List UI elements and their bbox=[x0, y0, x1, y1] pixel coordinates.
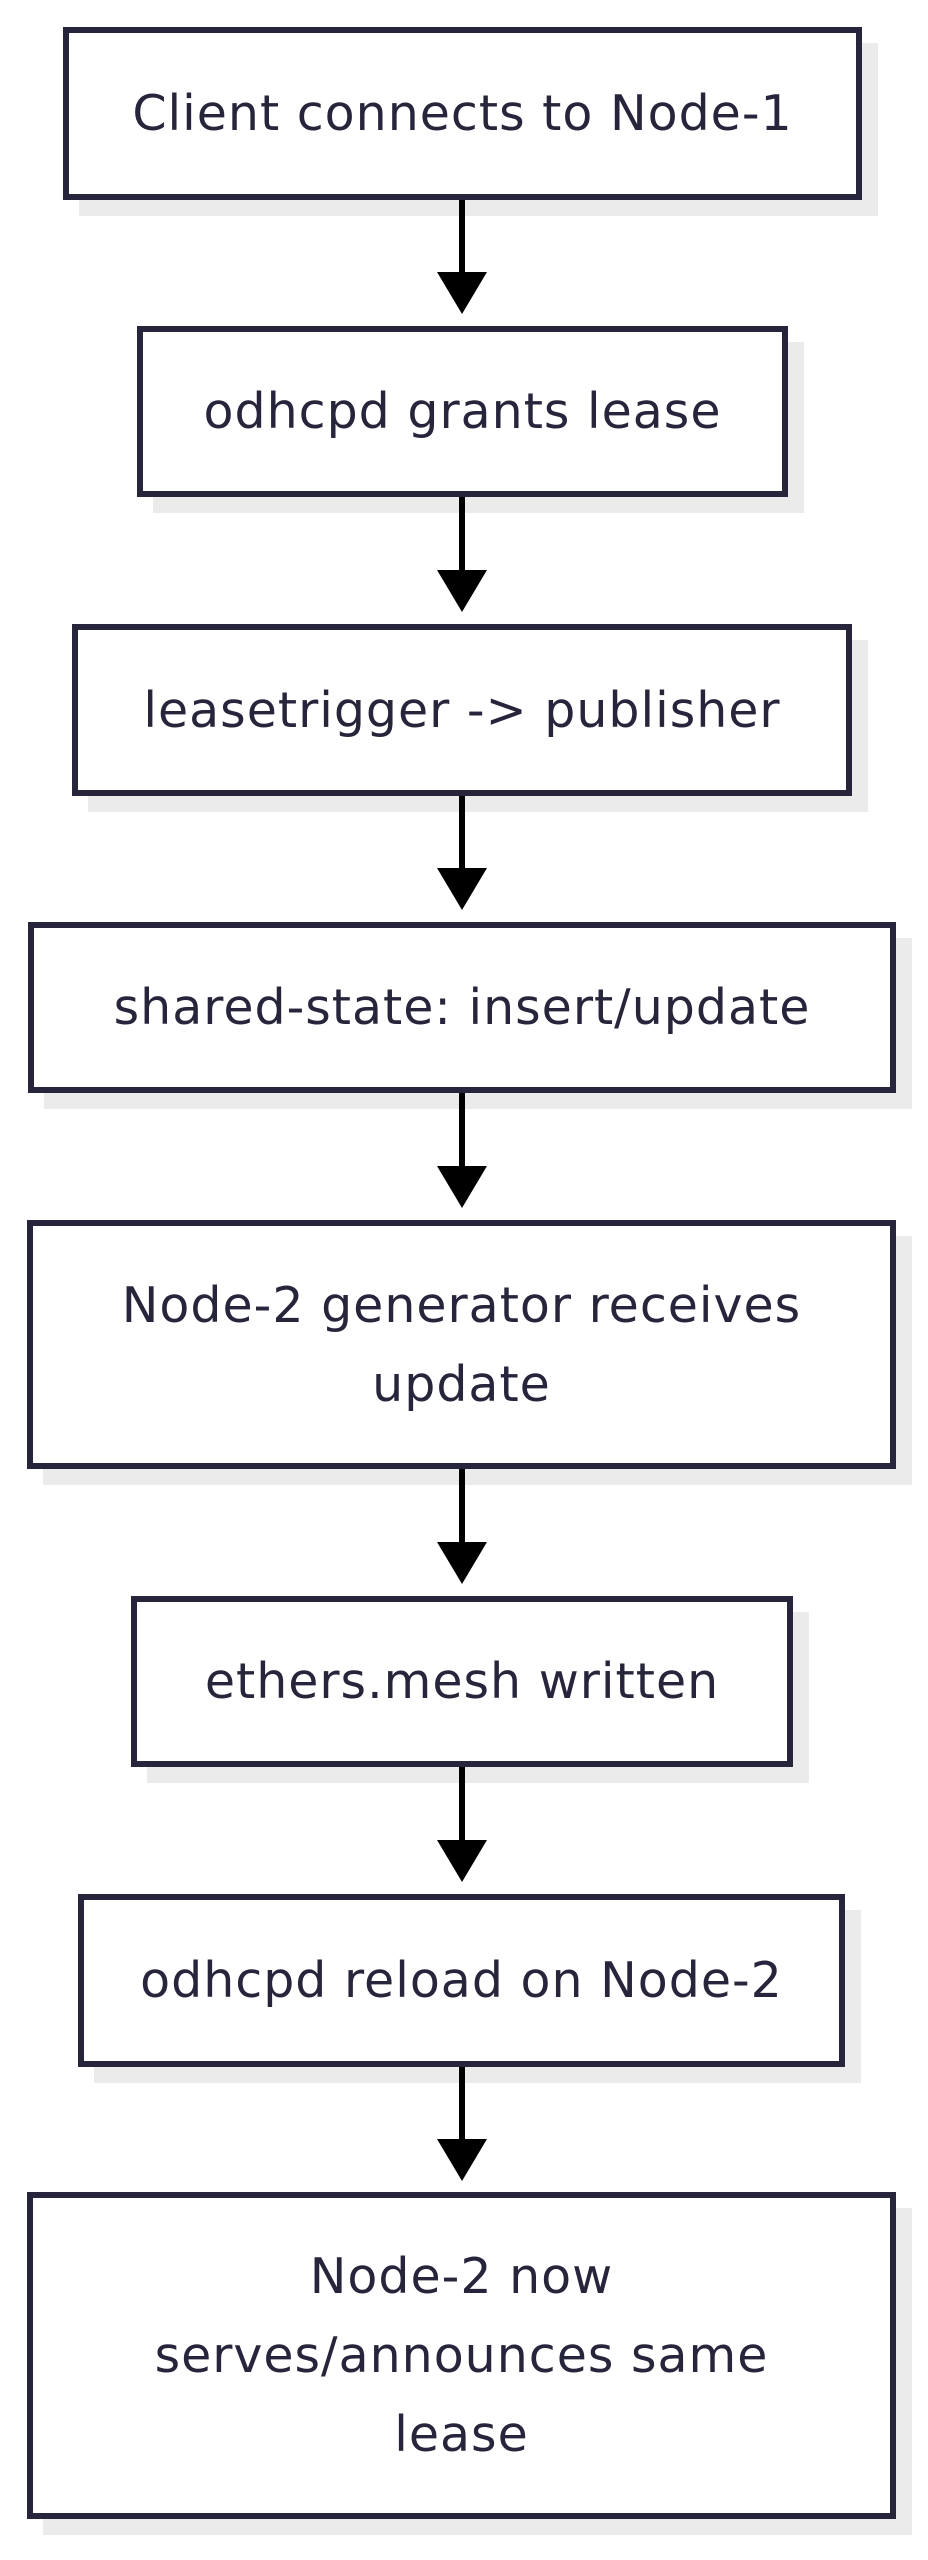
step-shared-state-insert-update: shared-state: insert/update bbox=[28, 922, 896, 1093]
flow-arrow bbox=[437, 1767, 487, 1882]
step-leasetrigger-publisher: leasetrigger -> publisher bbox=[72, 624, 852, 796]
step-label: Node-2 generator receives update bbox=[121, 1276, 802, 1413]
flow-arrow bbox=[437, 796, 487, 910]
flow-arrow bbox=[437, 1469, 487, 1584]
step-node2-serves-same-lease: Node-2 now serves/announces same lease bbox=[27, 2192, 896, 2519]
step-label: Client connects to Node-1 bbox=[132, 85, 793, 142]
step-label: odhcpd grants lease bbox=[203, 383, 722, 440]
flow-arrow bbox=[437, 200, 487, 314]
step-node2-generator-receives-update: Node-2 generator receives update bbox=[27, 1220, 896, 1469]
step-odhcpd-reload-node2: odhcpd reload on Node-2 bbox=[78, 1894, 845, 2067]
step-odhcpd-grants-lease: odhcpd grants lease bbox=[137, 326, 788, 497]
step-label: leasetrigger -> publisher bbox=[143, 681, 781, 739]
step-client-connects: Client connects to Node-1 bbox=[63, 27, 862, 200]
flow-arrow bbox=[437, 1093, 487, 1208]
step-label: shared-state: insert/update bbox=[113, 979, 811, 1036]
flow-arrow bbox=[437, 497, 487, 612]
step-label: odhcpd reload on Node-2 bbox=[140, 1952, 783, 2009]
step-label: ethers.mesh written bbox=[204, 1653, 720, 1710]
flow-arrow bbox=[437, 2067, 487, 2181]
step-ethers-mesh-written: ethers.mesh written bbox=[131, 1596, 793, 1767]
step-label: Node-2 now serves/announces same lease bbox=[154, 2248, 769, 2463]
